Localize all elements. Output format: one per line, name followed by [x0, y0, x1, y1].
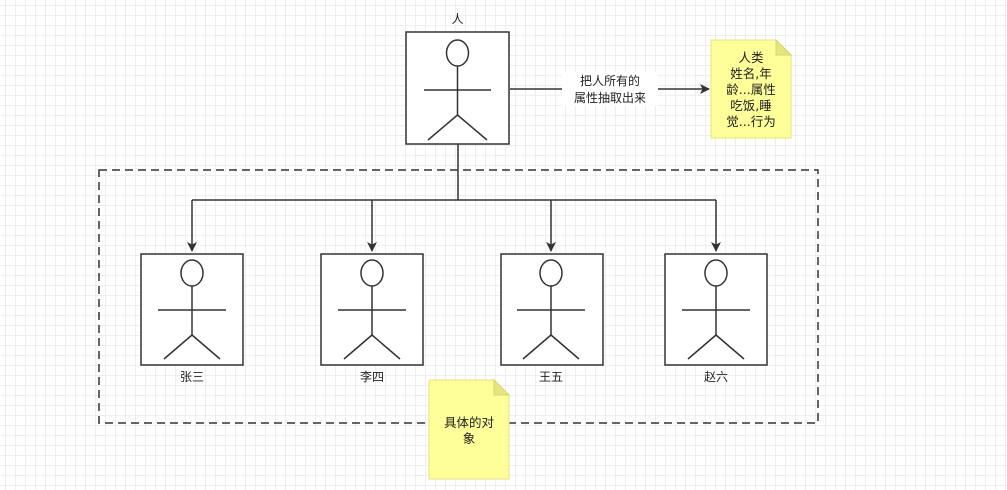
object-actor-zhangsan[interactable]: 张三: [140, 253, 244, 384]
object-label: 王五: [539, 370, 563, 384]
object-actor-zhaoliu[interactable]: 赵六: [664, 253, 768, 384]
object-actor-lisi[interactable]: 李四: [320, 253, 424, 384]
person-icon: [158, 259, 226, 360]
object-label: 赵六: [704, 370, 728, 384]
class-note-line-5: 觉...行为: [726, 114, 775, 129]
object-label: 张三: [180, 370, 204, 384]
objects-note-body: [428, 379, 510, 480]
person-icon: [424, 39, 491, 141]
objects-note-line-2: 象: [463, 431, 476, 446]
extract-arrow-label-line-1: 把人所有的: [580, 73, 640, 88]
class-note-line-1: 人类: [738, 50, 764, 65]
class-note-line-4: 吃饭,睡: [730, 98, 771, 113]
extract-arrow-label-bg: [562, 72, 658, 106]
objects-note-fold: [493, 378, 511, 396]
person-icon: [338, 259, 406, 360]
class-note-line-3: 龄...属性: [726, 82, 775, 97]
objects-note-line-1: 具体的对: [444, 415, 494, 430]
person-icon: [517, 259, 585, 360]
class-note[interactable]: 人类 姓名,年 龄...属性 吃饭,睡 觉...行为: [710, 38, 793, 139]
object-actor-wangwu[interactable]: 王五: [500, 253, 604, 384]
class-actor-label: 人: [451, 12, 463, 26]
object-label: 李四: [360, 369, 384, 384]
class-actor[interactable]: 人: [405, 12, 510, 145]
instance-connectors[interactable]: [187, 144, 721, 252]
extract-arrow-label-line-2: 属性抽取出来: [574, 91, 646, 105]
class-note-fold: [775, 38, 793, 56]
objects-note[interactable]: 具体的对 象: [428, 378, 511, 480]
person-icon: [682, 259, 750, 360]
class-note-body: [710, 39, 792, 139]
class-note-line-2: 姓名,年: [730, 66, 771, 81]
